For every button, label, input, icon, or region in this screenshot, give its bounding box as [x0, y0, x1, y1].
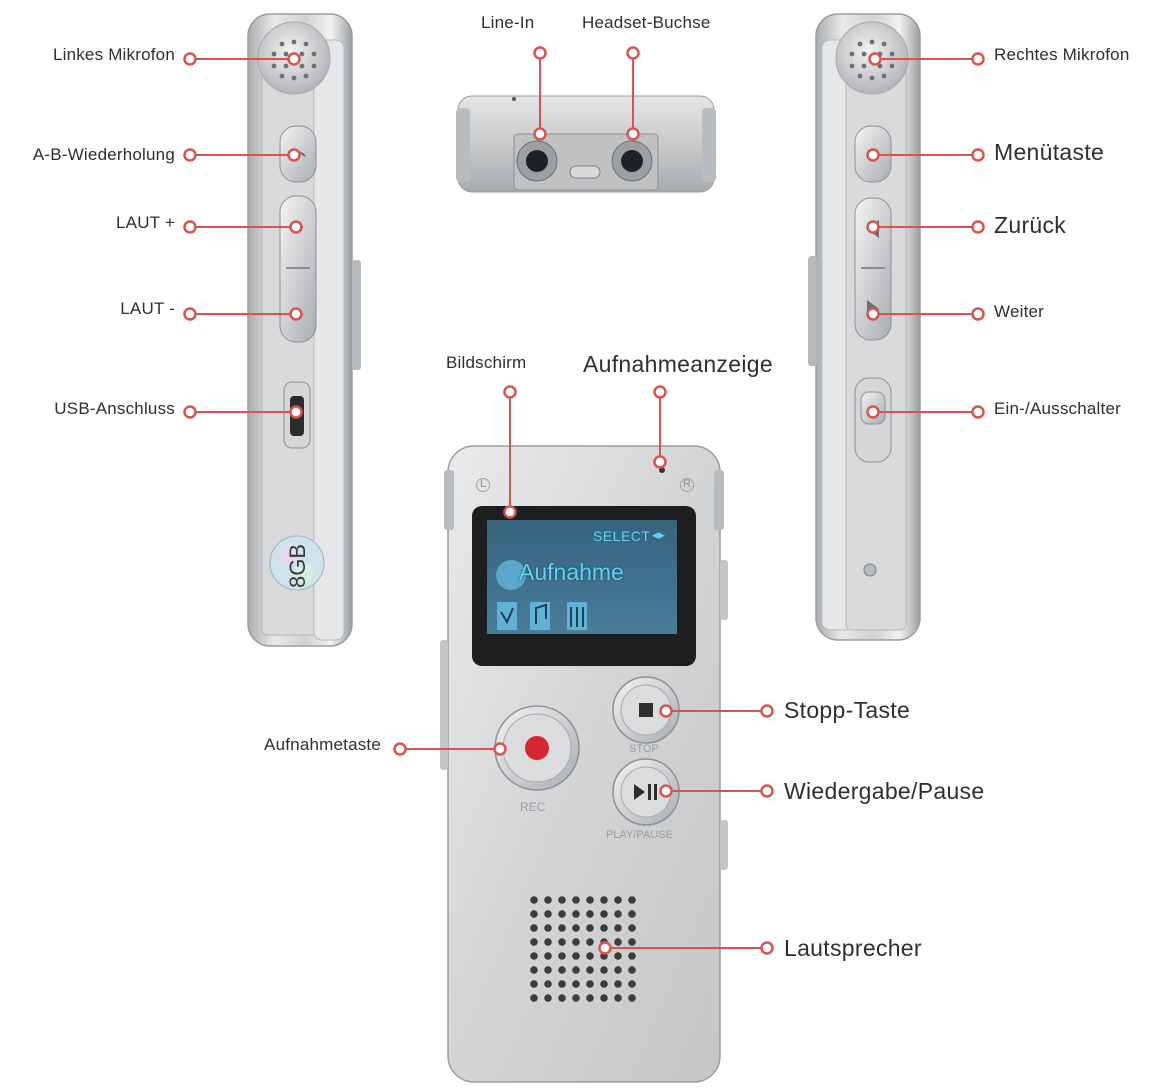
screen-select-text: SELECT — [593, 528, 651, 544]
front-view — [440, 445, 728, 1083]
label-weiter: Weiter — [994, 302, 1045, 321]
mic-right-mark: R — [680, 478, 694, 492]
label-wiedergabe-pause: Wiedergabe/Pause — [784, 778, 985, 804]
speaker-grille — [530, 896, 636, 1002]
callout-dots — [183, 46, 985, 955]
label-usb-anschluss: USB-Anschluss — [54, 399, 175, 418]
label-stopp-taste: Stopp-Taste — [784, 697, 911, 723]
rec-button-label: REC — [520, 800, 546, 814]
play-button-label: PLAY/PAUSE — [606, 829, 673, 841]
stop-button-label: STOP — [629, 743, 659, 755]
label-line-in: Line-In — [481, 13, 535, 32]
label-menuetaste: Menütaste — [994, 139, 1105, 165]
label-lautsprecher: Lautsprecher — [784, 935, 922, 961]
left-side-view: + - — [247, 13, 361, 647]
label-rechtes-mikrofon: Rechtes Mikrofon — [994, 45, 1130, 64]
screen-arrow-icon: ◂▸ — [652, 527, 666, 542]
screen-title: Aufnahme — [519, 559, 624, 585]
label-aufnahmeanzeige: Aufnahmeanzeige — [583, 351, 773, 377]
label-aufnahmetaste: Aufnahmetaste — [264, 735, 381, 754]
label-headset-buchse: Headset-Buchse — [582, 13, 711, 32]
callout-lines — [190, 53, 978, 949]
mic-left-mark: L — [476, 478, 490, 492]
label-bildschirm: Bildschirm — [446, 353, 527, 372]
label-laut-plus: LAUT + — [116, 213, 175, 232]
label-linkes-mikrofon: Linkes Mikrofon — [52, 45, 175, 64]
left-mic-holes — [271, 39, 317, 81]
label-laut-minus: LAUT - — [120, 299, 175, 318]
capacity-badge: 8GB — [285, 543, 310, 588]
right-side-view: M — [808, 13, 921, 641]
label-ein-ausschalter: Ein-/Ausschalter — [994, 399, 1121, 418]
top-view — [456, 95, 716, 193]
label-zurueck: Zurück — [994, 212, 1067, 238]
label-ab-wiederholung: A-B-Wiederholung — [32, 145, 175, 164]
